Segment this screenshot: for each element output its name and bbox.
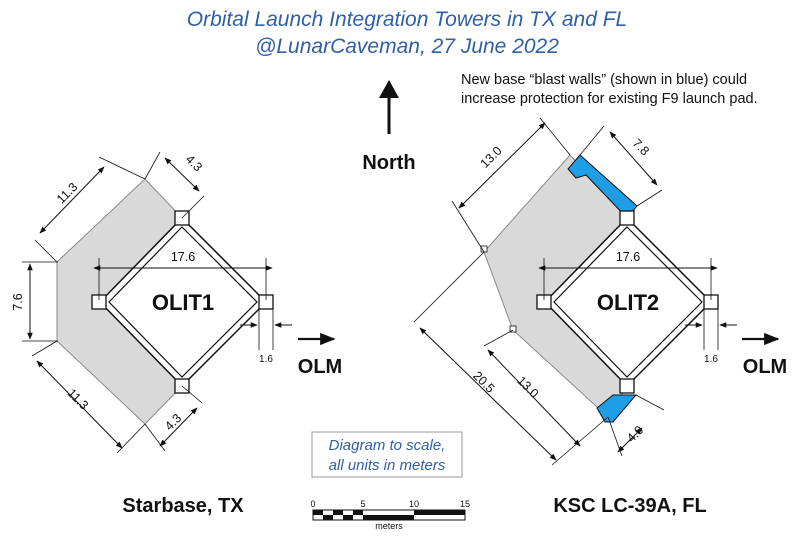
scale-tick-0: 0: [310, 499, 315, 509]
olit1-lower-diag-dim: 11.3: [65, 386, 91, 412]
olit2-leg-bottom: [619, 378, 635, 394]
olit1-label: OLIT1: [152, 290, 214, 315]
scale-unit: meters: [375, 521, 403, 531]
olit1-leg-dim: 1.6: [259, 354, 273, 365]
note-line-1: New base “blast walls” (shown in blue) c…: [461, 72, 747, 88]
scale-bar: 0 5 10 15 meters: [310, 499, 470, 531]
olit2-long-diag-dim: 20.5: [470, 369, 497, 396]
note-line-2: increase protection for existing F9 laun…: [461, 91, 758, 107]
starbase-site-label: Starbase, TX: [122, 495, 244, 517]
olit2-leg-top: [619, 210, 635, 226]
olit2-label: OLIT2: [597, 290, 659, 315]
olit2-lower-diag-dim: 13.0: [514, 374, 541, 401]
scale-note-line-1: Diagram to scale,: [329, 437, 446, 454]
scale-tick-15: 15: [460, 499, 470, 509]
scale-tick-5: 5: [360, 499, 365, 509]
olit2-leg-dim: 1.6: [704, 354, 718, 365]
ksc-site-label: KSC LC-39A, FL: [553, 495, 706, 517]
title-line-2: @LunarCaveman, 27 June 2022: [255, 35, 559, 58]
olit1-top-small-dim: 4.3: [183, 152, 205, 174]
north-arrow-icon: [379, 80, 399, 134]
olit1-width-dim: 17.6: [171, 250, 195, 264]
scale-note-line-2: all units in meters: [329, 457, 446, 474]
scale-tick-10: 10: [409, 499, 419, 509]
olit2-olm-label: OLM: [743, 356, 787, 378]
starbase-pad: OLIT1 17.6 7.6 11.3 4.3 11.3 4.3: [11, 151, 342, 454]
olit2-top-small-dim: 7.8: [630, 136, 652, 158]
title-line-1: Orbital Launch Integration Towers in TX …: [187, 8, 627, 31]
olit1-olm-label: OLM: [298, 356, 342, 378]
olit1-bottom-small-dim: 4.3: [162, 411, 184, 433]
olit2-width-dim: 17.6: [616, 250, 640, 264]
scale-note-box: Diagram to scale, all units in meters: [311, 431, 463, 478]
ksc-pad: OLIT2 17.6 13.0 7.8 20.5 13.0 4.0: [413, 117, 787, 466]
olit1-upper-diag-dim: 11.3: [54, 180, 80, 206]
north-label: North: [362, 152, 415, 174]
olit1-vertical-dim: 7.6: [11, 293, 25, 310]
blast-wall-bottom: [596, 394, 638, 423]
